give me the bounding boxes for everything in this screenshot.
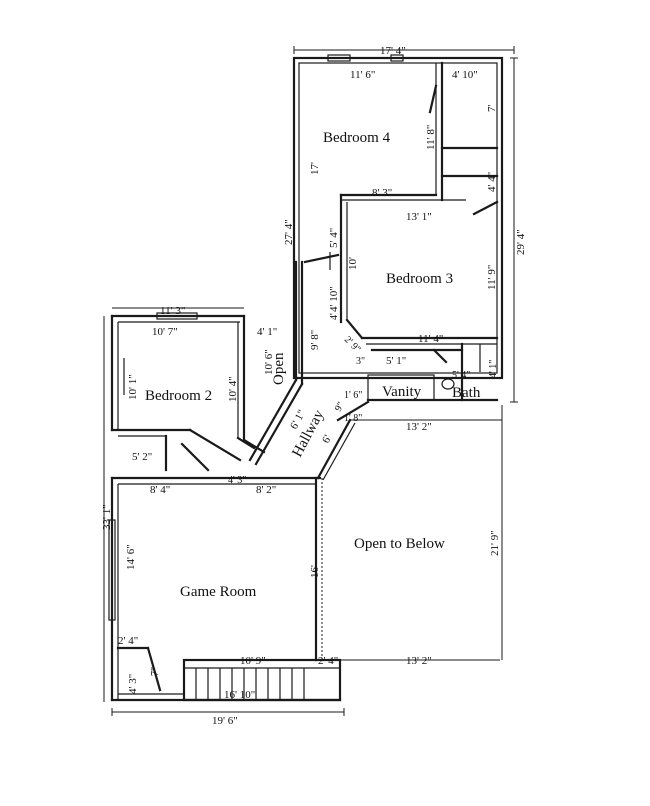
bedroom2-walls: [110, 307, 266, 472]
dim-label: 9' 8": [309, 330, 321, 350]
dim-label: 7': [486, 105, 498, 113]
dim-label: 2' 9": [342, 334, 363, 355]
dim-label: 4' 3": [228, 475, 246, 486]
dim-label: 33' 1": [101, 504, 113, 530]
game-room-label: Game Room: [180, 584, 257, 600]
dim-label: 8' 4": [150, 484, 170, 496]
dim-label: 11' 4": [418, 333, 443, 345]
bedroom3-label: Bedroom 3: [386, 271, 453, 287]
dim-label: 1' 6": [344, 390, 362, 401]
dim-label: 5' 4": [328, 228, 340, 248]
bedroom2-label: Bedroom 2: [145, 388, 212, 404]
dim-label: 13' 1": [406, 211, 432, 223]
dim-label: 29' 4": [515, 229, 527, 255]
bath-label: Bath: [452, 385, 481, 401]
dim-label: 9": [333, 400, 347, 413]
dim-label: 19' 6": [212, 715, 238, 727]
dim-label: 5' 1": [386, 355, 406, 367]
dim-label: 5' 2": [132, 451, 152, 463]
dim-label: 27' 4": [283, 219, 295, 245]
dim-label: 17': [309, 162, 321, 175]
dim-label: 13' 2": [406, 421, 432, 433]
dim-label: 13' 2": [406, 655, 432, 667]
dim-label: 8' 3": [372, 187, 392, 199]
open-label: Open: [271, 352, 287, 385]
dim-label: 7": [150, 667, 161, 676]
dim-label: 2' 4": [318, 655, 338, 667]
dim-label: 2' 4": [118, 635, 138, 647]
dim-label: 4' 1": [488, 360, 499, 378]
dim-label: 11' 3": [160, 305, 185, 317]
dim-label: 16' 10": [224, 689, 255, 701]
bedroom4-label: Bedroom 4: [323, 130, 391, 146]
dim-label: 11' 9": [486, 265, 498, 290]
dim-label: 6': [320, 433, 334, 445]
dim-label: 5' 4": [452, 370, 470, 381]
dim-label: 11' 8": [425, 125, 437, 150]
dim-label: 1' 8": [344, 413, 362, 424]
dim-label: 4' 10": [452, 69, 478, 81]
dim-label: 16': [309, 565, 321, 578]
dim-label: 4': [329, 313, 340, 320]
dim-label: 21' 9": [489, 530, 501, 556]
hallway-walls: [248, 260, 503, 660]
stair-treads: [195, 668, 305, 700]
upper-wing-walls: [292, 46, 518, 403]
dim-label: 10' 6": [263, 349, 275, 375]
dim-label: 10' 7": [152, 326, 178, 338]
open-to-below-label: Open to Below: [354, 536, 445, 552]
dim-label: 4' 10": [328, 286, 340, 312]
dim-label: 11' 6": [350, 69, 375, 81]
vanity-label: Vanity: [382, 384, 422, 400]
dim-label: 17' 4": [380, 45, 406, 57]
dim-label: 8' 2": [256, 484, 276, 496]
dim-label: 4' 1": [257, 326, 277, 338]
dim-label: 10' 9": [240, 655, 266, 667]
dim-label: 4' 4": [486, 172, 498, 192]
dim-label: 4' 3": [127, 674, 139, 694]
dim-label: 3": [356, 356, 365, 367]
dim-label: 10' 4": [227, 376, 239, 402]
dim-label: 10': [347, 257, 359, 270]
dim-label: 10' 1": [127, 374, 139, 400]
game-room-walls: [103, 316, 500, 716]
dim-label: 14' 6": [125, 544, 137, 570]
dimension-labels: 17' 4" 11' 6" 4' 10" 7' 11' 8" 17' 27' 4…: [101, 45, 527, 727]
